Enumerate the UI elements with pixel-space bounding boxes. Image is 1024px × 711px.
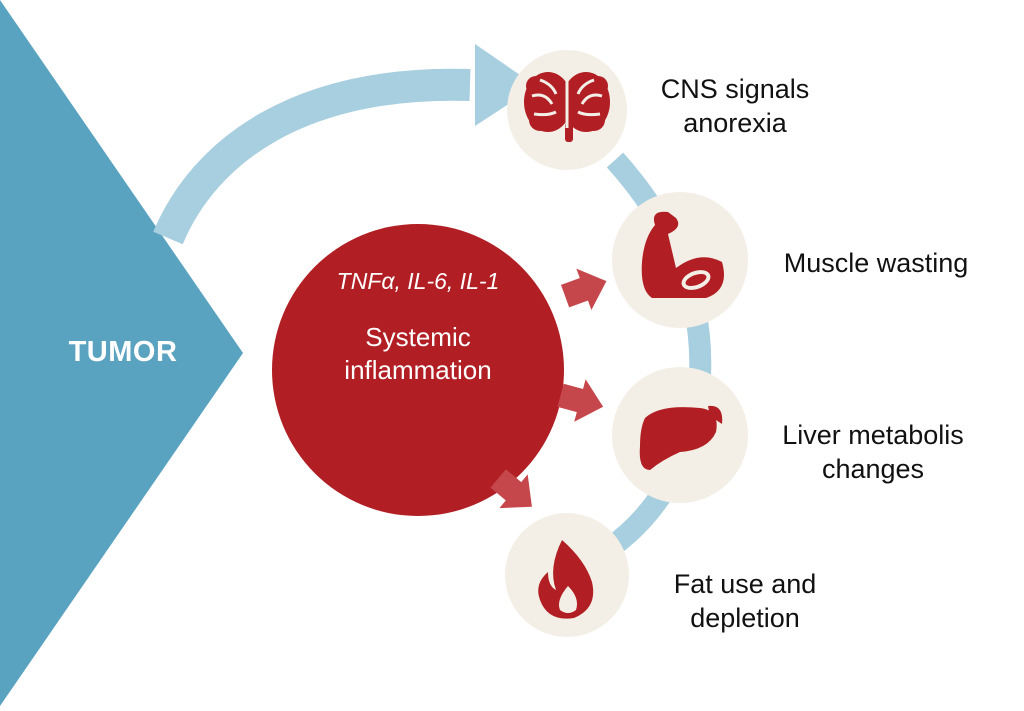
brain-icon [524,72,610,142]
muscle-label-line1: Muscle wasting [783,248,969,278]
inflammation-title-line1: Systemic [365,322,471,352]
muscle-icon-bg [612,192,748,328]
liver-label-line2: changes [821,454,925,484]
tumor-chevron [0,0,243,706]
fat-label-line1: Fat use and [673,569,817,599]
cns-label: CNS signals anorexia [640,72,830,140]
tumor-label: TUMOR [68,336,178,368]
tumor-to-cns-arrowhead [475,44,536,126]
inflammation-title-line2: inflammation [344,355,492,385]
inflammation-text: TNFα, IL-6, IL-1 Systemic inflammation [272,230,564,510]
liver-label: Liver metabolis changes [762,418,984,486]
fat-label: Fat use and depletion [654,567,836,635]
inflammation-circle [272,224,564,516]
cytokines-label: TNFα, IL-6, IL-1 [336,268,500,294]
inflammation-title: Systemic inflammation [272,321,564,387]
tumor-to-cns-arrow-shaft [153,68,471,245]
cns-label-line2: anorexia [683,108,787,138]
inflammation-arrow-fat [490,469,532,509]
flame-icon [538,540,594,619]
inflammation-arrow-liver [557,379,604,422]
fat-label-line2: depletion [690,603,800,633]
cns-label-line1: CNS signals [660,74,810,104]
muscle-label: Muscle wasting [766,246,986,280]
flexed-arm-icon [641,211,724,298]
inflammation-arrow-muscle [560,268,607,310]
liver-icon [639,405,723,470]
liver-label-line1: Liver metabolis [782,420,964,450]
